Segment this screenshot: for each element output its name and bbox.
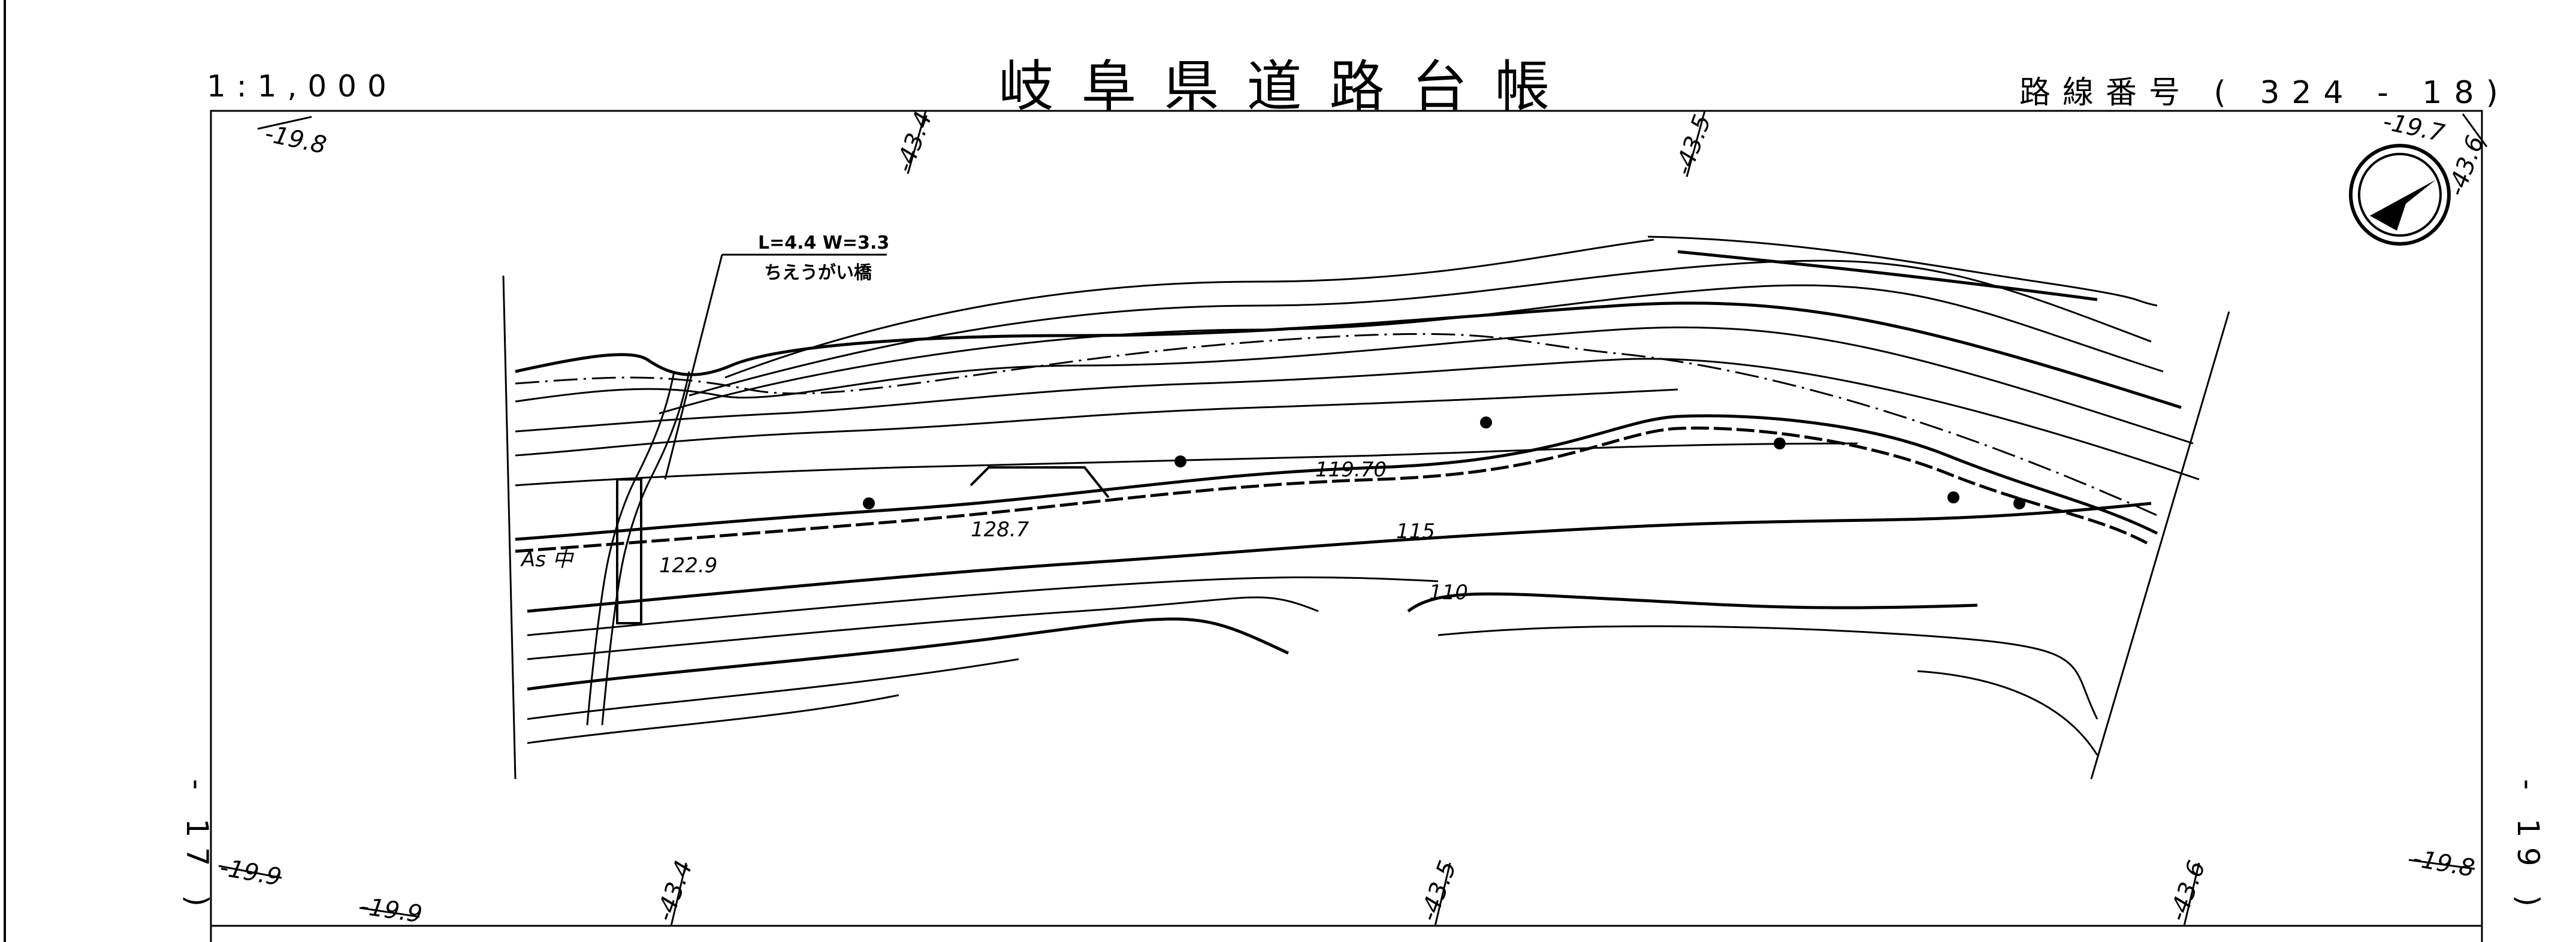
grid-coord-bottom-mid-2: -43.5: [1415, 857, 1462, 925]
grid-coord-bottom-left-2: -19.9: [359, 892, 424, 928]
bridge-dimensions: L=4.4 W=3.3: [758, 233, 889, 253]
bridge-name: ちえうがい橋: [764, 262, 872, 283]
survey-boundary: [502, 275, 2230, 780]
grid-ticks: [218, 110, 2488, 926]
road-edges: [515, 414, 2158, 553]
bridge-leader: [664, 253, 887, 480]
pavement-label: As 中: [520, 548, 575, 572]
grid-coord-top-left: -19.8: [262, 120, 329, 160]
grid-coord-top-mid-2: -43.5: [1669, 111, 1717, 179]
right-edge-ref: - 19 ): [2511, 779, 2545, 916]
grid-coord-bottom-mid-3: -43.6: [2164, 857, 2211, 925]
map-title: 岐阜県道路台帳: [998, 55, 1578, 119]
contour-lines: [515, 236, 2200, 756]
grid-coord-bottom-mid-1: -43.4: [651, 857, 698, 925]
contour-label-115: 115: [1396, 520, 1435, 544]
grid-coord-top-right: -19.7: [2381, 108, 2447, 148]
elevation-label-1: 122.9: [659, 554, 717, 578]
left-edge-ref: - 17 ): [180, 779, 215, 916]
elevation-label-3: 119.70: [1315, 458, 1387, 482]
grid-coord-bottom-left-1: -19.9: [218, 854, 283, 892]
contour-label-110: 110: [1429, 581, 1468, 605]
grid-coord-top-mid-1: -43.4: [890, 108, 938, 176]
map-frame: [210, 110, 2483, 927]
route-number: 路線番号 ( 324 - 18): [2019, 75, 2510, 111]
grid-coord-bottom-right: -19.8: [2411, 845, 2477, 883]
compass-north-arrow-icon: [2349, 144, 2451, 246]
road-centerline: [515, 333, 2158, 517]
map-scale: 1:1,000: [207, 69, 397, 104]
survey-points: [863, 416, 2025, 509]
stream-crossing: [586, 371, 690, 726]
elevation-label-2: 128.7: [971, 518, 1029, 542]
